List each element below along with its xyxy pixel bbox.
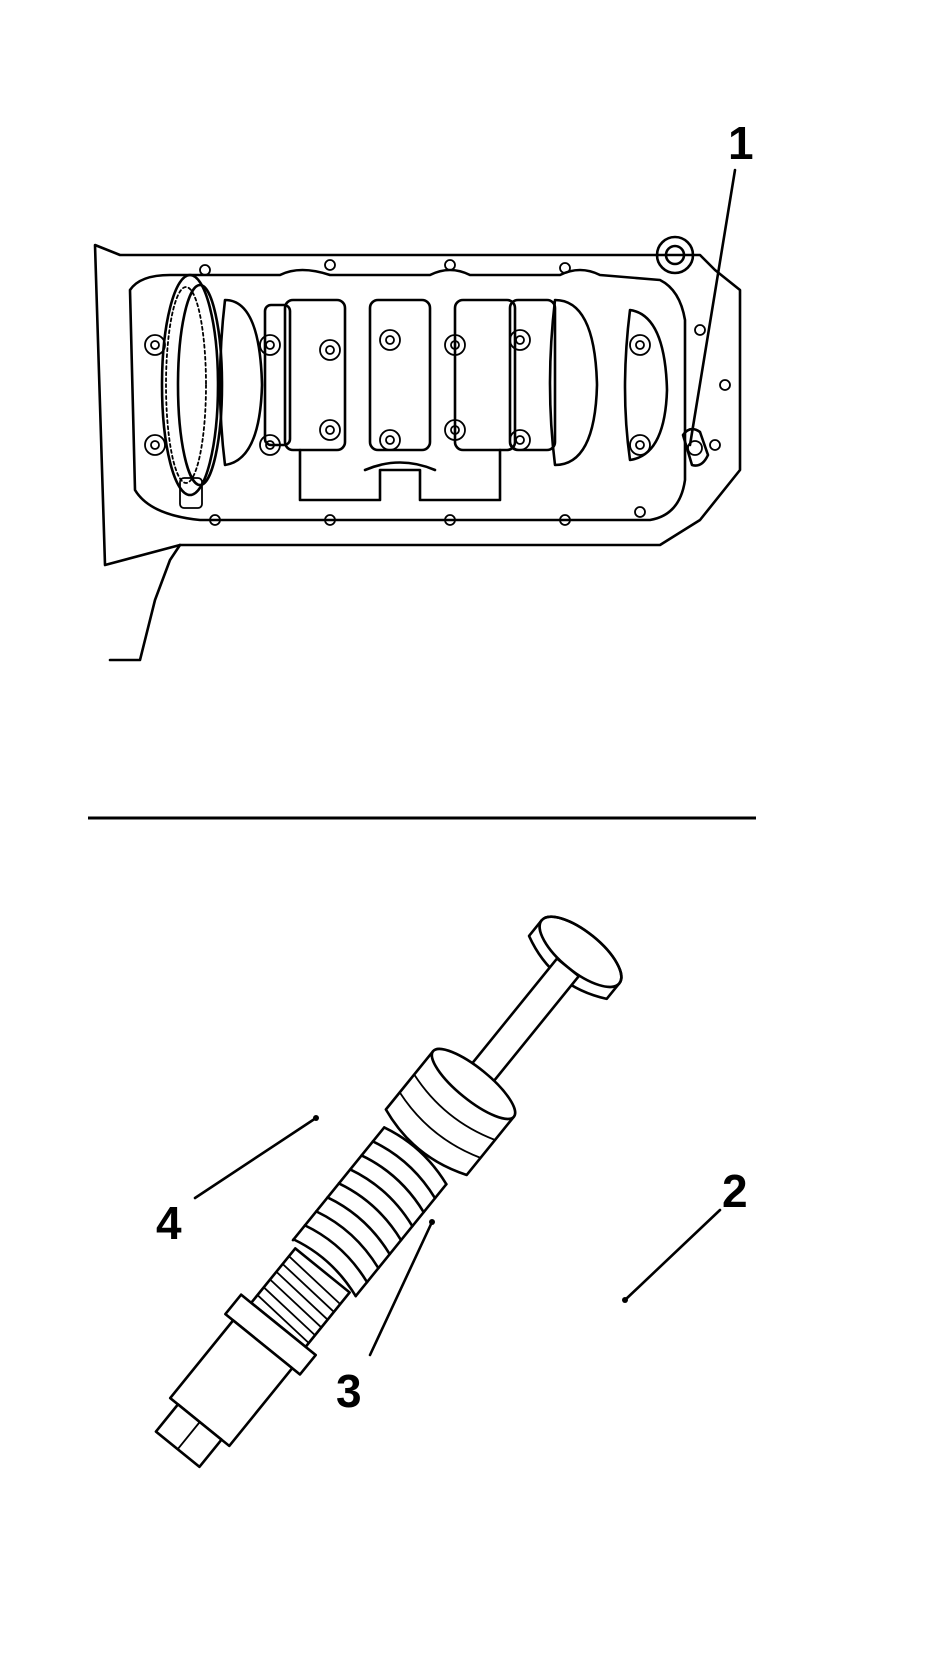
leader-line-3	[368, 1220, 434, 1357]
pan-perimeter-bolts	[199, 259, 731, 526]
valve-spring	[291, 1126, 448, 1298]
block-outline	[93, 243, 742, 567]
leader-line-4	[193, 1116, 318, 1200]
leader-line-1	[688, 168, 737, 447]
callout-2: 2	[722, 1165, 748, 1217]
leader-dot-4	[313, 1115, 319, 1121]
leader-line-2	[623, 1208, 722, 1302]
valve-body	[154, 1247, 351, 1469]
mount-boss	[655, 235, 695, 275]
crank-counterweights	[218, 298, 669, 467]
block-cut-edge	[108, 543, 182, 662]
valve-piston	[384, 1047, 517, 1177]
callout-3: 3	[336, 1365, 362, 1417]
block-gasket-rail	[128, 268, 687, 522]
oil-valve-plug	[681, 427, 710, 467]
bearing-cap-bolts	[144, 329, 651, 456]
main-bearing-caps	[263, 298, 557, 452]
flywheel-ring-gear	[160, 273, 224, 497]
oil-pan-recesses	[179, 448, 502, 509]
leader-dot-3	[429, 1219, 435, 1225]
engine-block-drawing	[93, 235, 742, 662]
callout-4: 4	[156, 1197, 182, 1249]
leader-dot-2	[622, 1297, 628, 1303]
relief-valve-assembly	[154, 915, 623, 1469]
mount-boss-hole	[664, 244, 686, 266]
callout-1: 1	[728, 117, 754, 169]
